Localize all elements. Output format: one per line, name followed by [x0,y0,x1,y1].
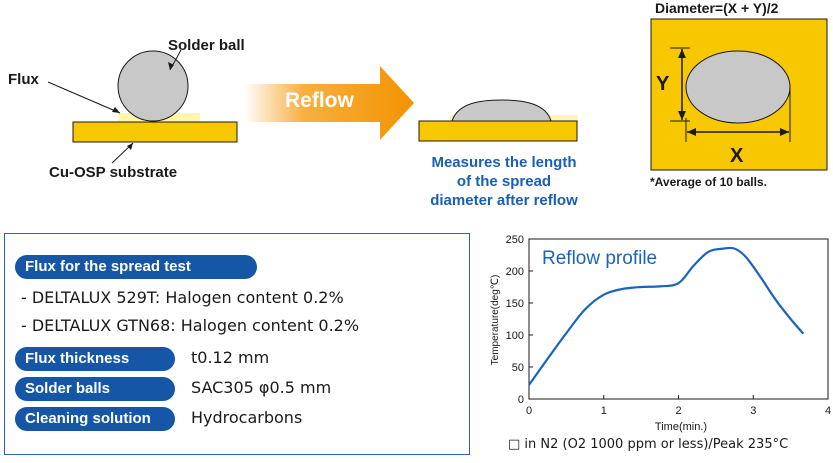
substrate-label: Cu-OSP substrate [49,164,178,181]
solder-balls-value: SAC305 φ0.5 mm [191,378,332,397]
substrate-before [72,121,238,143]
reflow-profile-chart: 0 50 100 150 200 250 0 1 2 3 4 Reflow profile Tim… [490,234,831,433]
reflow-label: Reflow [285,89,354,112]
solder-ball [117,50,189,122]
reflow-note: □ in N2 (O2 1000 ppm or less)/Peak 235°C [508,437,789,452]
measure-line-1: Measures the length [431,154,577,171]
y-tick-label: 200 [506,266,524,278]
cleaning-solution-value: Hydrocarbons [191,408,303,427]
x-tick-label: 4 [825,405,831,417]
test-conditions-panel: Flux for the spread test - DELTALUX 529T… [4,233,470,455]
diameter-formula: Diameter=(X + Y)/2 [655,0,779,16]
x-tick-label: 3 [750,405,756,417]
spread-solder [451,99,552,122]
y-tick-label: 150 [506,298,524,310]
substrate-after [418,120,578,142]
flux-item-2: - DELTALUX GTN68: Halogen content 0.2% [21,316,360,335]
x-dimension-label: X [730,145,744,167]
temperature-series-line [528,246,805,386]
flux-label: Flux [8,71,39,88]
y-tick-label: 50 [512,362,524,374]
x-tick-label: 0 [526,405,532,417]
x-tick-label: 2 [675,405,681,417]
flux-thickness-label: Flux thickness [15,347,175,371]
measure-line-2: of the spread [456,173,552,190]
flux-item-1: - DELTALUX 529T: Halogen content 0.2% [21,288,344,307]
reflow-arrow [244,66,414,140]
y-tick-label: 100 [506,330,524,342]
chart-title: Reflow profile [542,248,657,269]
spread-ellipse [685,50,791,124]
x-tick-label: 1 [601,405,607,417]
flux-thickness-value: t0.12 mm [191,348,270,367]
y-dimension-label: Y [656,73,670,95]
solder-balls-label: Solder balls [15,377,175,401]
y-tick-label: 0 [518,394,524,406]
measure-line-3: diameter after reflow [430,192,578,209]
y-tick-label: 250 [506,234,524,246]
measure-description: Measures the length of the spread diamet… [404,153,604,210]
average-note: *Average of 10 balls. [650,175,767,189]
y-axis-label: Temperature(deg℃) [490,275,501,366]
solder-ball-label: Solder ball [168,37,245,54]
solder-spread-diagram [47,18,828,171]
flux-header: Flux for the spread test [15,255,257,279]
x-axis-label: Time(min.) [655,421,707,433]
cleaning-solution-label: Cleaning solution [15,407,175,431]
